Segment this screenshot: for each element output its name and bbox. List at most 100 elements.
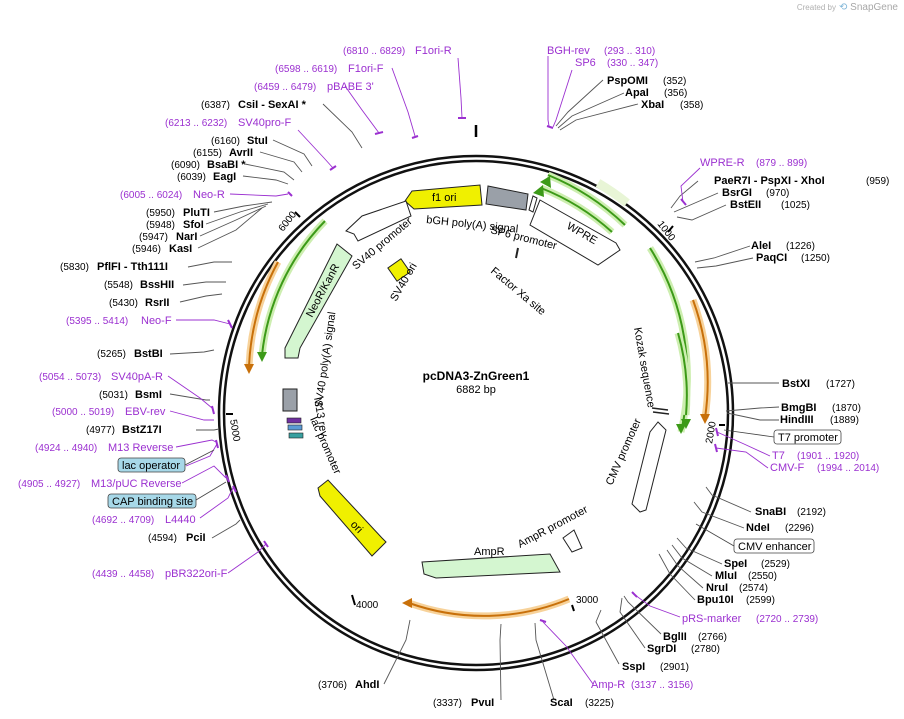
svg-text:BssHII: BssHII — [140, 279, 174, 291]
svg-text:CAP binding site: CAP binding site — [112, 496, 193, 508]
site-scai: ScaI(3225) — [550, 697, 614, 709]
primer-l4440: (4692 .. 4709)L4440 — [92, 514, 196, 526]
svg-text:5000: 5000 — [227, 419, 242, 443]
svg-text:AmpR: AmpR — [474, 546, 505, 558]
site-stui: (6160) StuI — [211, 135, 268, 147]
label-lac-operator: lac operator — [117, 449, 215, 473]
svg-text:(2599): (2599) — [746, 595, 775, 606]
svg-text:(6039): (6039) — [177, 172, 206, 183]
site-nrui: NruI (2574) — [706, 582, 768, 594]
svg-text:PaeR7I - PspXI - XhoI: PaeR7I - PspXI - XhoI — [714, 175, 825, 187]
svg-text:(6090): (6090) — [171, 160, 200, 171]
feature-arc-green-5-line — [261, 220, 326, 356]
svg-text:BglII: BglII — [663, 631, 687, 643]
feature-sv40-ori: SV40 ori — [387, 258, 420, 304]
svg-text:(3337): (3337) — [433, 698, 462, 709]
label-cmv-enhancer: CMV enhancer — [695, 523, 815, 554]
svg-text:PluTI: PluTI — [183, 207, 210, 219]
site-sfoi: (5948)SfoI — [146, 219, 204, 231]
svg-text:(3225): (3225) — [585, 698, 614, 709]
svg-text:SspI: SspI — [622, 661, 645, 673]
svg-text:f1 ori: f1 ori — [432, 192, 456, 204]
svg-text:(6160): (6160) — [211, 136, 240, 147]
feature-factor-xa: Factor Xa site — [488, 247, 548, 318]
svg-text:PspOMI: PspOMI — [607, 75, 648, 87]
svg-text:PflFI - Tth111I: PflFI - Tth111I — [97, 261, 168, 273]
svg-text:NdeI: NdeI — [746, 522, 770, 534]
svg-text:(3706): (3706) — [318, 680, 347, 691]
site-bsmi: (5031)BsmI — [99, 389, 162, 401]
svg-text:(2192): (2192) — [797, 507, 826, 518]
tick-5000: 5000 — [226, 413, 242, 443]
svg-text:Neo-R: Neo-R — [193, 189, 225, 201]
primer-pbr322ori-f: (4439 .. 4458)pBR322ori-F — [92, 568, 228, 580]
svg-text:(5054 .. 5073): (5054 .. 5073) — [39, 372, 101, 383]
svg-text:(5395 .. 5414): (5395 .. 5414) — [66, 316, 128, 327]
feature-ori: ori — [317, 479, 387, 557]
site-csii: (6387)CsiI - SexAI * — [201, 99, 307, 111]
site-alei: AleI(1226) — [751, 240, 815, 252]
svg-text:BstXI: BstXI — [782, 378, 810, 390]
arrowhead-orange-1 — [700, 414, 710, 424]
site-bpu10i: Bpu10I (2599) — [697, 594, 775, 606]
plasmid-length: 6882 bp — [456, 384, 496, 396]
feature-ampr-promoter: AmpR promoter — [516, 503, 590, 553]
svg-text:BstZ17I: BstZ17I — [122, 424, 162, 436]
svg-text:(2529): (2529) — [761, 559, 790, 570]
created-by-text: Created by — [796, 3, 836, 12]
svg-text:(6598 .. 6619): (6598 .. 6619) — [275, 64, 337, 75]
svg-text:(5430): (5430) — [109, 298, 138, 309]
primer-sv40pro-f: (6213 .. 6232)SV40pro-F — [165, 117, 291, 129]
primer-f1ori-r: (6810 .. 6829) F1ori-R — [343, 45, 452, 57]
svg-text:4000: 4000 — [356, 600, 379, 611]
primer-prs-marker: pRS-marker(2720 .. 2739) — [682, 613, 818, 625]
svg-text:(2901): (2901) — [660, 662, 689, 673]
svg-text:NeoR/KanR: NeoR/KanR — [304, 262, 342, 320]
svg-text:(1226): (1226) — [786, 241, 815, 252]
feature-gray-box — [282, 388, 298, 412]
svg-text:PaqCI: PaqCI — [756, 252, 787, 264]
svg-text:(2296): (2296) — [785, 523, 814, 534]
svg-text:AvrII: AvrII — [229, 147, 253, 159]
svg-text:F1ori-R: F1ori-R — [415, 45, 452, 57]
svg-text:StuI: StuI — [247, 135, 268, 147]
svg-text:M13 Reverse: M13 Reverse — [108, 442, 173, 454]
arrowhead-orange-3 — [244, 364, 254, 374]
svg-text:(6005 .. 6024): (6005 .. 6024) — [120, 190, 182, 201]
tick-4000: 4000 — [351, 594, 379, 611]
svg-text:Bpu10I: Bpu10I — [697, 594, 734, 606]
svg-text:(4905 .. 4927): (4905 .. 4927) — [18, 479, 80, 490]
leader-lines — [169, 79, 780, 701]
svg-text:BsaBI *: BsaBI * — [207, 159, 246, 171]
svg-text:(1870): (1870) — [832, 403, 861, 414]
plasmid-name: pcDNA3-ZnGreen1 — [423, 369, 530, 383]
svg-text:(6810 .. 6829): (6810 .. 6829) — [343, 46, 405, 57]
svg-text:CsiI - SexAI *: CsiI - SexAI * — [238, 99, 307, 111]
svg-text:KasI: KasI — [169, 243, 192, 255]
svg-text:MluI: MluI — [715, 570, 737, 582]
svg-text:(5948): (5948) — [146, 220, 175, 231]
site-bmgbi: BmgBI (1870) — [781, 402, 861, 414]
svg-text:pRS-marker: pRS-marker — [682, 613, 742, 625]
svg-text:Neo-F: Neo-F — [141, 315, 172, 327]
svg-text:(5830): (5830) — [60, 262, 89, 273]
tick-3000: 3000 — [571, 595, 599, 612]
svg-text:HindIII: HindIII — [780, 414, 814, 426]
site-bstz17i: (4977)BstZ17I — [86, 424, 162, 436]
backbone-inner — [222, 159, 730, 667]
feature-arc-wpre-outer — [595, 179, 630, 207]
primer-f1ori-f: (6598 .. 6619)F1ori-F — [275, 63, 384, 75]
svg-text:(5265): (5265) — [97, 349, 126, 360]
svg-text:BmgBI: BmgBI — [781, 402, 816, 414]
svg-text:PvuI: PvuI — [471, 697, 494, 709]
svg-text:(2574): (2574) — [739, 583, 768, 594]
site-bglii: BglII(2766) — [663, 631, 727, 643]
svg-text:(5946): (5946) — [132, 244, 161, 255]
feature-kozak: Kozak sequence — [631, 326, 670, 415]
site-ahdi: (3706)AhdI — [318, 679, 379, 691]
primer-amp-r: Amp-R(3137 .. 3156) — [591, 679, 693, 691]
svg-text:(1889): (1889) — [830, 415, 859, 426]
svg-text:NruI: NruI — [706, 582, 728, 594]
site-bsteii: BstEII(1025) — [730, 199, 810, 211]
